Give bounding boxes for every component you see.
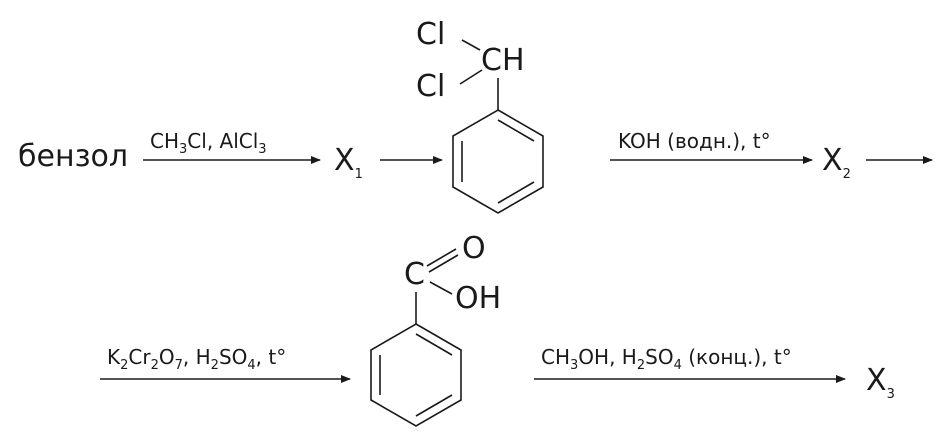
- cl-atom-1: Cl: [416, 17, 445, 52]
- ring2-double-bond-b: [415, 394, 453, 417]
- benzene-ring-2: [370, 323, 462, 427]
- o-atom: O: [462, 231, 486, 266]
- ring2-double-bond-a: [415, 333, 453, 356]
- benzal-chloride-structure: Cl Cl CH: [416, 17, 544, 214]
- ring1-double-bond-b: [497, 181, 535, 204]
- step4-reagents: K2Cr2O7, H2SO4, t°: [107, 345, 286, 373]
- ring1-double-bond-a: [497, 119, 535, 142]
- start-compound: бензол: [18, 139, 128, 174]
- x1-label: X1: [334, 143, 363, 182]
- ch-group: CH: [481, 43, 525, 78]
- step3-reagents: KOH (водн.), t°: [618, 129, 771, 153]
- bond-c-o-double-a: [426, 248, 457, 267]
- benzene-ring-1: [452, 109, 544, 214]
- cl-atom-2: Cl: [416, 69, 445, 104]
- benzoic-acid-structure: C O OH: [370, 231, 501, 427]
- x3-label: X3: [866, 363, 895, 402]
- step1-reagents: CH3Cl, AlCl3: [150, 129, 267, 157]
- c-atom: C: [404, 257, 425, 292]
- step5-reagents: CH3OH, H2SO4 (конц.), t°: [541, 345, 792, 373]
- bond-cl2-c: [459, 69, 483, 85]
- oh-group: OH: [455, 281, 501, 316]
- bond-c-o-double-b: [428, 254, 459, 273]
- x2-label: X2: [822, 143, 851, 182]
- bond-c-oh: [429, 281, 453, 295]
- bond-cl1-c: [461, 39, 481, 51]
